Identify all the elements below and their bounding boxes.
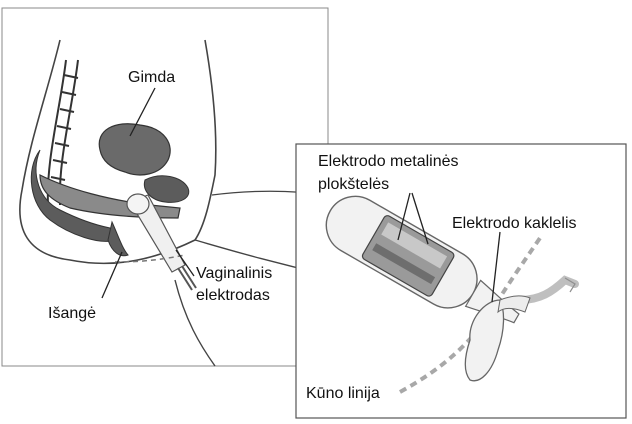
body-line-left: [114, 254, 186, 263]
label-uterus: Gimda: [128, 69, 175, 86]
leader-metal-plates-1: [397, 192, 411, 241]
electrode-base: [464, 299, 505, 382]
electrode-probe: [325, 195, 520, 324]
label-opening: Išangė: [48, 305, 96, 322]
leader-uterus: [129, 87, 156, 137]
thigh-outline: [174, 279, 216, 367]
anatomy-panel: Gimda Išangė Vaginalinis elektrodas: [1, 7, 331, 367]
leader-metal-plates-2: [411, 192, 429, 245]
label-electrode-neck: Elektrodo kaklelis: [452, 215, 577, 232]
electrode-panel: Elektrodo metalinės plokštelės Elektrodo…: [295, 143, 627, 419]
leader-vaginal-electrode: [175, 249, 195, 277]
label-vaginal-electrode-2: elektrodas: [196, 287, 270, 304]
label-metal-plates-2: plokštelės: [318, 176, 389, 193]
leader-electrode-neck: [491, 231, 501, 303]
electrode-in-situ: [126, 193, 197, 291]
leader-opening: [101, 251, 123, 299]
pelvic-floor: [107, 220, 129, 257]
bladder: [143, 175, 190, 203]
label-metal-plates-1: Elektrodo metalinės: [318, 153, 459, 170]
uterus: [98, 123, 171, 176]
body-outline: [19, 39, 217, 265]
label-vaginal-electrode-1: Vaginalinis: [196, 265, 272, 282]
label-body-line: Kūno linija: [306, 385, 380, 402]
